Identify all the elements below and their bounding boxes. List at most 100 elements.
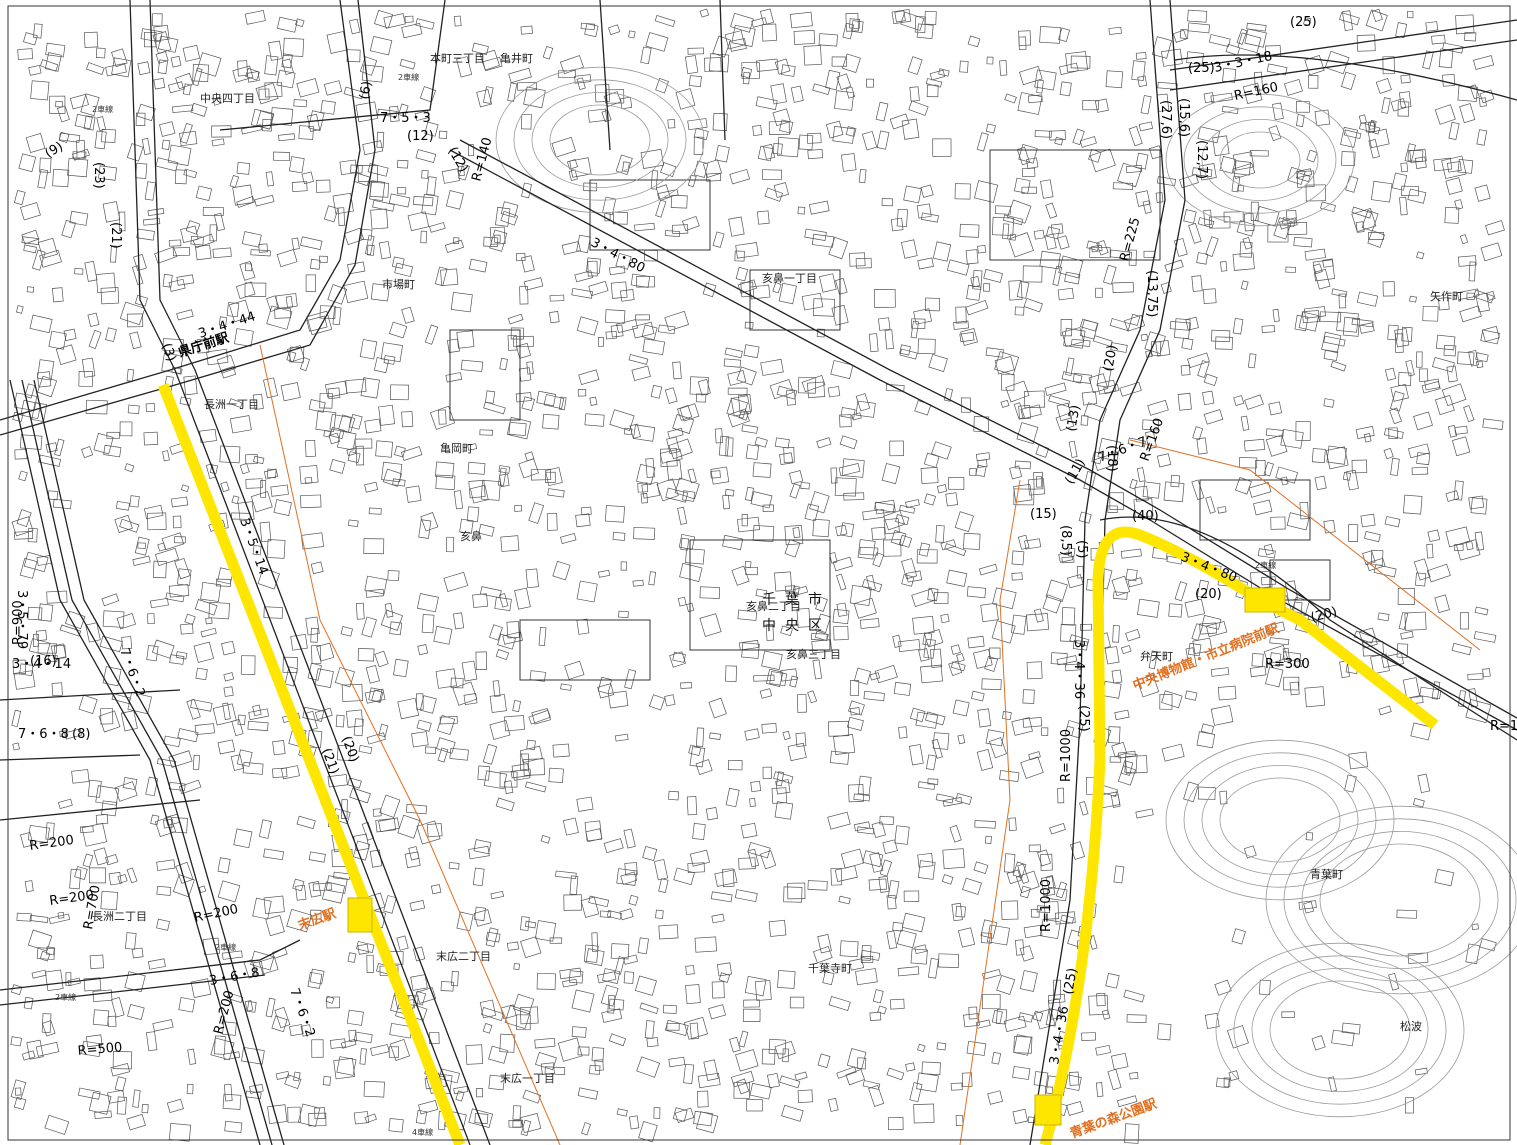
building [699, 8, 710, 18]
building [1012, 1108, 1029, 1125]
building [169, 654, 185, 665]
building [792, 585, 800, 596]
building [849, 585, 872, 606]
building [994, 356, 1015, 375]
building [869, 672, 881, 681]
building [458, 163, 470, 181]
building [166, 1098, 184, 1114]
building [1095, 1044, 1111, 1056]
building [482, 743, 498, 765]
building [774, 437, 790, 449]
building [689, 746, 706, 768]
building [642, 338, 666, 356]
building [1140, 333, 1149, 342]
building [1244, 394, 1264, 410]
building [797, 376, 817, 394]
building [932, 138, 952, 157]
building [284, 1074, 302, 1090]
building [1151, 36, 1172, 59]
building [1117, 765, 1136, 786]
building [597, 676, 613, 694]
building [746, 1099, 763, 1112]
building [817, 934, 832, 954]
building [85, 399, 108, 415]
building [1416, 351, 1423, 368]
building [688, 75, 702, 88]
building [696, 1090, 709, 1108]
building [633, 527, 656, 540]
building [605, 330, 618, 340]
building [830, 360, 854, 380]
building [980, 919, 998, 939]
building [512, 699, 521, 713]
building [1396, 909, 1418, 919]
building [1009, 233, 1017, 241]
building [65, 972, 72, 986]
building [120, 710, 138, 732]
building [440, 981, 454, 992]
width-label: (8,5) [1058, 525, 1073, 556]
building [1161, 743, 1185, 762]
building [11, 516, 34, 537]
building [79, 825, 94, 834]
building [308, 399, 326, 413]
building [622, 161, 630, 173]
building [472, 867, 485, 887]
building [905, 1062, 916, 1072]
building [660, 162, 677, 178]
building [1358, 122, 1381, 135]
building [552, 560, 571, 581]
building [306, 310, 333, 336]
building [52, 287, 64, 303]
building [1445, 526, 1471, 548]
building [1410, 722, 1432, 741]
building [1091, 244, 1103, 253]
building [1426, 563, 1451, 583]
building [812, 945, 833, 964]
building [155, 157, 179, 172]
building [1011, 717, 1033, 736]
building [83, 115, 96, 131]
building [312, 882, 332, 892]
building [489, 624, 503, 641]
building [722, 868, 735, 888]
building [245, 454, 258, 465]
building [955, 1115, 964, 1126]
building [165, 592, 185, 603]
building [981, 993, 1001, 1010]
building [859, 618, 880, 629]
building [1476, 129, 1488, 146]
building [1123, 989, 1145, 1003]
building [857, 539, 876, 560]
building [348, 18, 361, 35]
building [1249, 150, 1269, 157]
building [534, 920, 557, 942]
building [608, 690, 629, 709]
building [456, 330, 475, 349]
building [1013, 1034, 1032, 1056]
building [558, 396, 567, 411]
building [710, 470, 721, 479]
building [672, 414, 695, 434]
building [838, 895, 851, 905]
building [143, 504, 164, 520]
building [1210, 667, 1230, 677]
building [768, 919, 787, 937]
building [736, 1078, 750, 1095]
building [1257, 548, 1276, 559]
building [524, 920, 537, 929]
building [476, 89, 493, 108]
building [176, 274, 195, 286]
building [134, 536, 150, 556]
building [1341, 151, 1356, 167]
building [478, 523, 495, 537]
building [1135, 808, 1154, 819]
building [1036, 476, 1043, 488]
building [836, 573, 847, 591]
building [417, 644, 429, 656]
building [156, 859, 176, 871]
building [421, 169, 429, 179]
building [156, 885, 172, 896]
building [474, 1112, 489, 1125]
